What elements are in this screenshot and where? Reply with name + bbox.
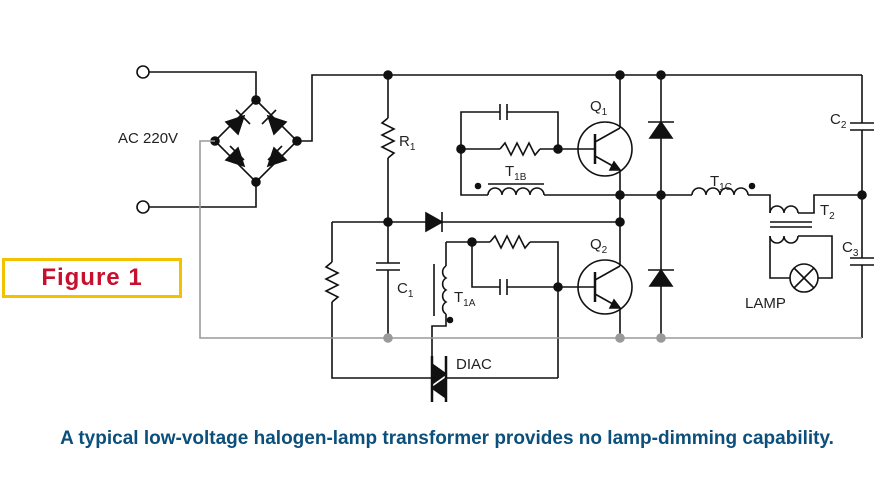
bridge-rectifier [210, 74, 388, 187]
t2-label: T2 [820, 202, 835, 222]
diac [430, 356, 448, 402]
lamp-label: LAMP [745, 295, 786, 312]
return-rail [199, 140, 862, 343]
capacitor-c1 [376, 222, 400, 338]
figure-label-badge: Figure 1 [2, 258, 182, 298]
ac-input-terminals [136, 65, 257, 214]
transistor-q1 [558, 75, 633, 227]
t1a-label: T1A [454, 289, 476, 309]
c2-label: C2 [830, 111, 847, 131]
capacitors-c2-c3 [850, 75, 874, 338]
q1-label: Q1 [590, 98, 608, 118]
trigger-network [324, 211, 620, 379]
figure-caption: A typical low-voltage halogen-lamp trans… [60, 428, 834, 449]
figure-label: Figure 1 [41, 264, 143, 291]
t1c-label: T1C [710, 173, 732, 193]
output-transformers [620, 182, 862, 279]
t1b-label: T1B [505, 163, 527, 183]
ac-voltage-label: AC 220V [118, 130, 178, 147]
q2-label: Q2 [590, 236, 608, 256]
r1-label: R1 [399, 133, 416, 153]
resistor-r1 [380, 75, 396, 227]
flywheel-diodes [648, 75, 674, 338]
transistor-q2 [558, 222, 633, 338]
positive-rail [383, 70, 862, 80]
q2-base-network [431, 234, 563, 379]
c1-label: C1 [397, 280, 414, 300]
lamp [789, 263, 819, 293]
c3-label: C3 [842, 239, 859, 259]
diac-label: DIAC [456, 356, 492, 373]
q1-base-network [456, 104, 620, 196]
